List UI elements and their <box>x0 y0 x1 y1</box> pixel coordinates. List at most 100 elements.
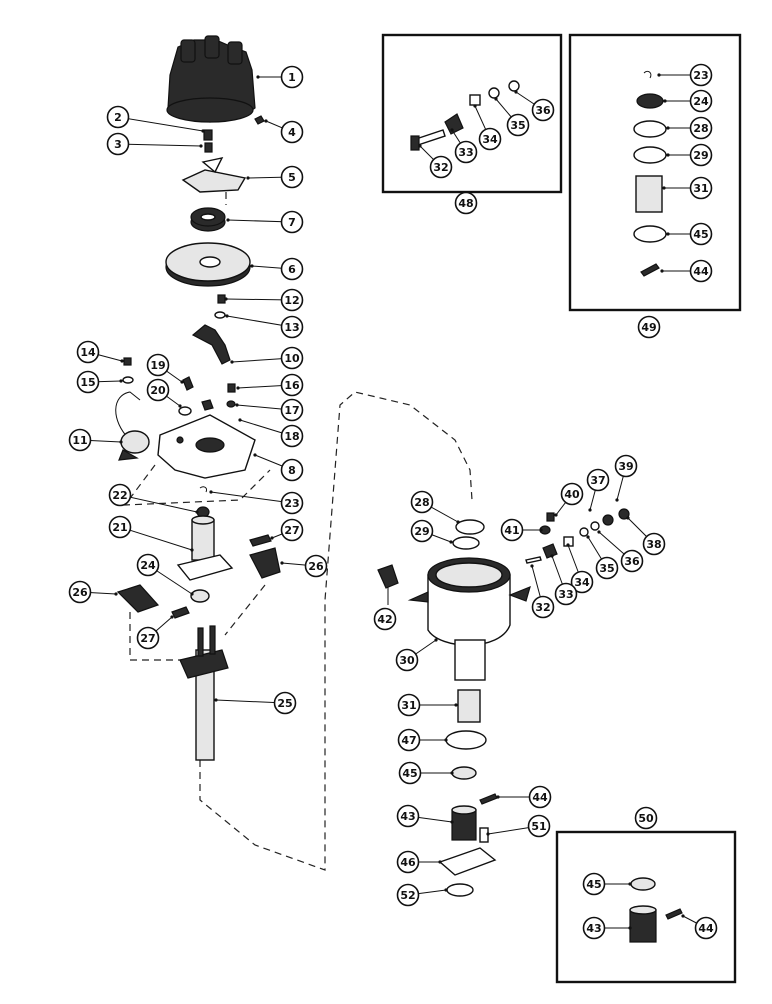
callout-8: 8 <box>280 458 304 482</box>
leader-arrowhead <box>539 528 543 532</box>
callout-number: 35 <box>599 562 614 575</box>
leader-arrowhead <box>444 888 448 892</box>
leader-arrowhead <box>628 882 632 886</box>
leader-arrowhead <box>666 153 670 157</box>
leader-arrowhead <box>628 926 632 930</box>
leader-arrowhead <box>473 104 477 108</box>
callout-28: 28 <box>689 116 713 140</box>
callout-circle <box>280 424 304 448</box>
clip <box>201 399 214 411</box>
leader-arrowhead <box>418 144 422 148</box>
leader-arrowhead <box>253 453 257 457</box>
gear <box>451 805 477 841</box>
callout-number: 18 <box>284 430 299 443</box>
callout-36: 36 <box>620 549 644 573</box>
leader-arrowhead <box>662 186 666 190</box>
callout-circle <box>689 116 713 140</box>
callout-circle <box>582 872 606 896</box>
callout-31: 31 <box>689 176 713 200</box>
bushing <box>190 207 226 232</box>
leader-arrowhead <box>270 536 274 540</box>
seal <box>445 730 487 750</box>
leader-arrowhead <box>626 516 630 520</box>
callout-number: 6 <box>288 263 296 276</box>
dash-line <box>199 391 473 871</box>
callout-circle <box>280 458 304 482</box>
callout-number: 49 <box>641 321 656 334</box>
callout-circle <box>586 468 610 492</box>
callout-number: 23 <box>693 69 708 82</box>
callout-number: 28 <box>693 122 708 135</box>
callout-number: 22 <box>112 489 127 502</box>
callout-number: 29 <box>414 525 429 538</box>
callout-16: 16 <box>280 373 304 397</box>
leader-arrowhead <box>238 418 242 422</box>
callout-circle <box>136 553 160 577</box>
callout-circle <box>398 761 422 785</box>
leader-arrowhead <box>660 269 664 273</box>
dash-line <box>129 612 185 661</box>
leader-arrowhead <box>230 360 234 364</box>
callout-48: 48 <box>454 191 478 215</box>
callout-number: 45 <box>693 228 708 241</box>
callout-circle <box>106 105 130 129</box>
callout-circle <box>527 814 551 838</box>
callout-17: 17 <box>280 398 304 422</box>
callout-circle <box>642 532 666 556</box>
leader-arrowhead <box>514 90 518 94</box>
callout-circle <box>689 143 713 167</box>
callout-circle <box>396 883 420 907</box>
callout-circle <box>528 785 552 809</box>
callout-42: 42 <box>373 607 397 631</box>
lockwasher <box>602 514 614 526</box>
screw <box>203 129 213 141</box>
callout-circle <box>280 491 304 515</box>
callout-27: 27 <box>280 518 304 542</box>
callout-number: 24 <box>693 95 709 108</box>
leader-line <box>117 143 202 147</box>
leader-arrowhead <box>119 440 123 444</box>
callout-number: 14 <box>80 346 96 359</box>
clamp <box>377 564 399 589</box>
callout-32: 32 <box>531 595 555 619</box>
callout-number: 31 <box>693 182 708 195</box>
leader-arrowhead <box>554 513 558 517</box>
spring <box>249 534 272 547</box>
callout-number: 31 <box>401 699 416 712</box>
callout-circle <box>76 340 100 364</box>
callout-6: 6 <box>280 257 304 281</box>
leader-arrowhead <box>450 128 454 132</box>
callout-15: 15 <box>76 370 100 394</box>
callout-number: 47 <box>401 734 416 747</box>
callout-circle <box>531 595 555 619</box>
callout-2: 2 <box>106 105 130 129</box>
callout-number: 42 <box>377 613 392 626</box>
leader-arrowhead <box>496 795 500 799</box>
callout-number: 45 <box>402 767 417 780</box>
washer <box>590 521 600 531</box>
callout-31: 31 <box>397 693 421 717</box>
inset-49-parts <box>633 70 667 277</box>
callout-number: 45 <box>586 878 601 891</box>
leader-arrowhead <box>256 75 260 79</box>
screw <box>227 383 236 393</box>
leader-arrowhead <box>438 860 442 864</box>
callout-number: 24 <box>140 559 156 572</box>
callout-number: 13 <box>284 321 299 334</box>
callout-47: 47 <box>397 728 421 752</box>
callout-10: 10 <box>280 346 304 370</box>
callout-circle <box>373 607 397 631</box>
callout-number: 25 <box>277 697 292 710</box>
callout-number: 41 <box>504 524 519 537</box>
callout-circle <box>454 191 478 215</box>
callout-3: 3 <box>106 132 130 156</box>
callout-circle <box>560 482 584 506</box>
callout-circle <box>554 582 578 606</box>
leader-arrowhead <box>456 520 460 524</box>
inset-box-49 <box>568 33 742 312</box>
callout-circle <box>694 916 718 940</box>
callout-number: 19 <box>150 359 165 372</box>
callout-number: 28 <box>414 496 429 509</box>
callout-circle <box>280 120 304 144</box>
callout-29: 29 <box>410 519 434 543</box>
